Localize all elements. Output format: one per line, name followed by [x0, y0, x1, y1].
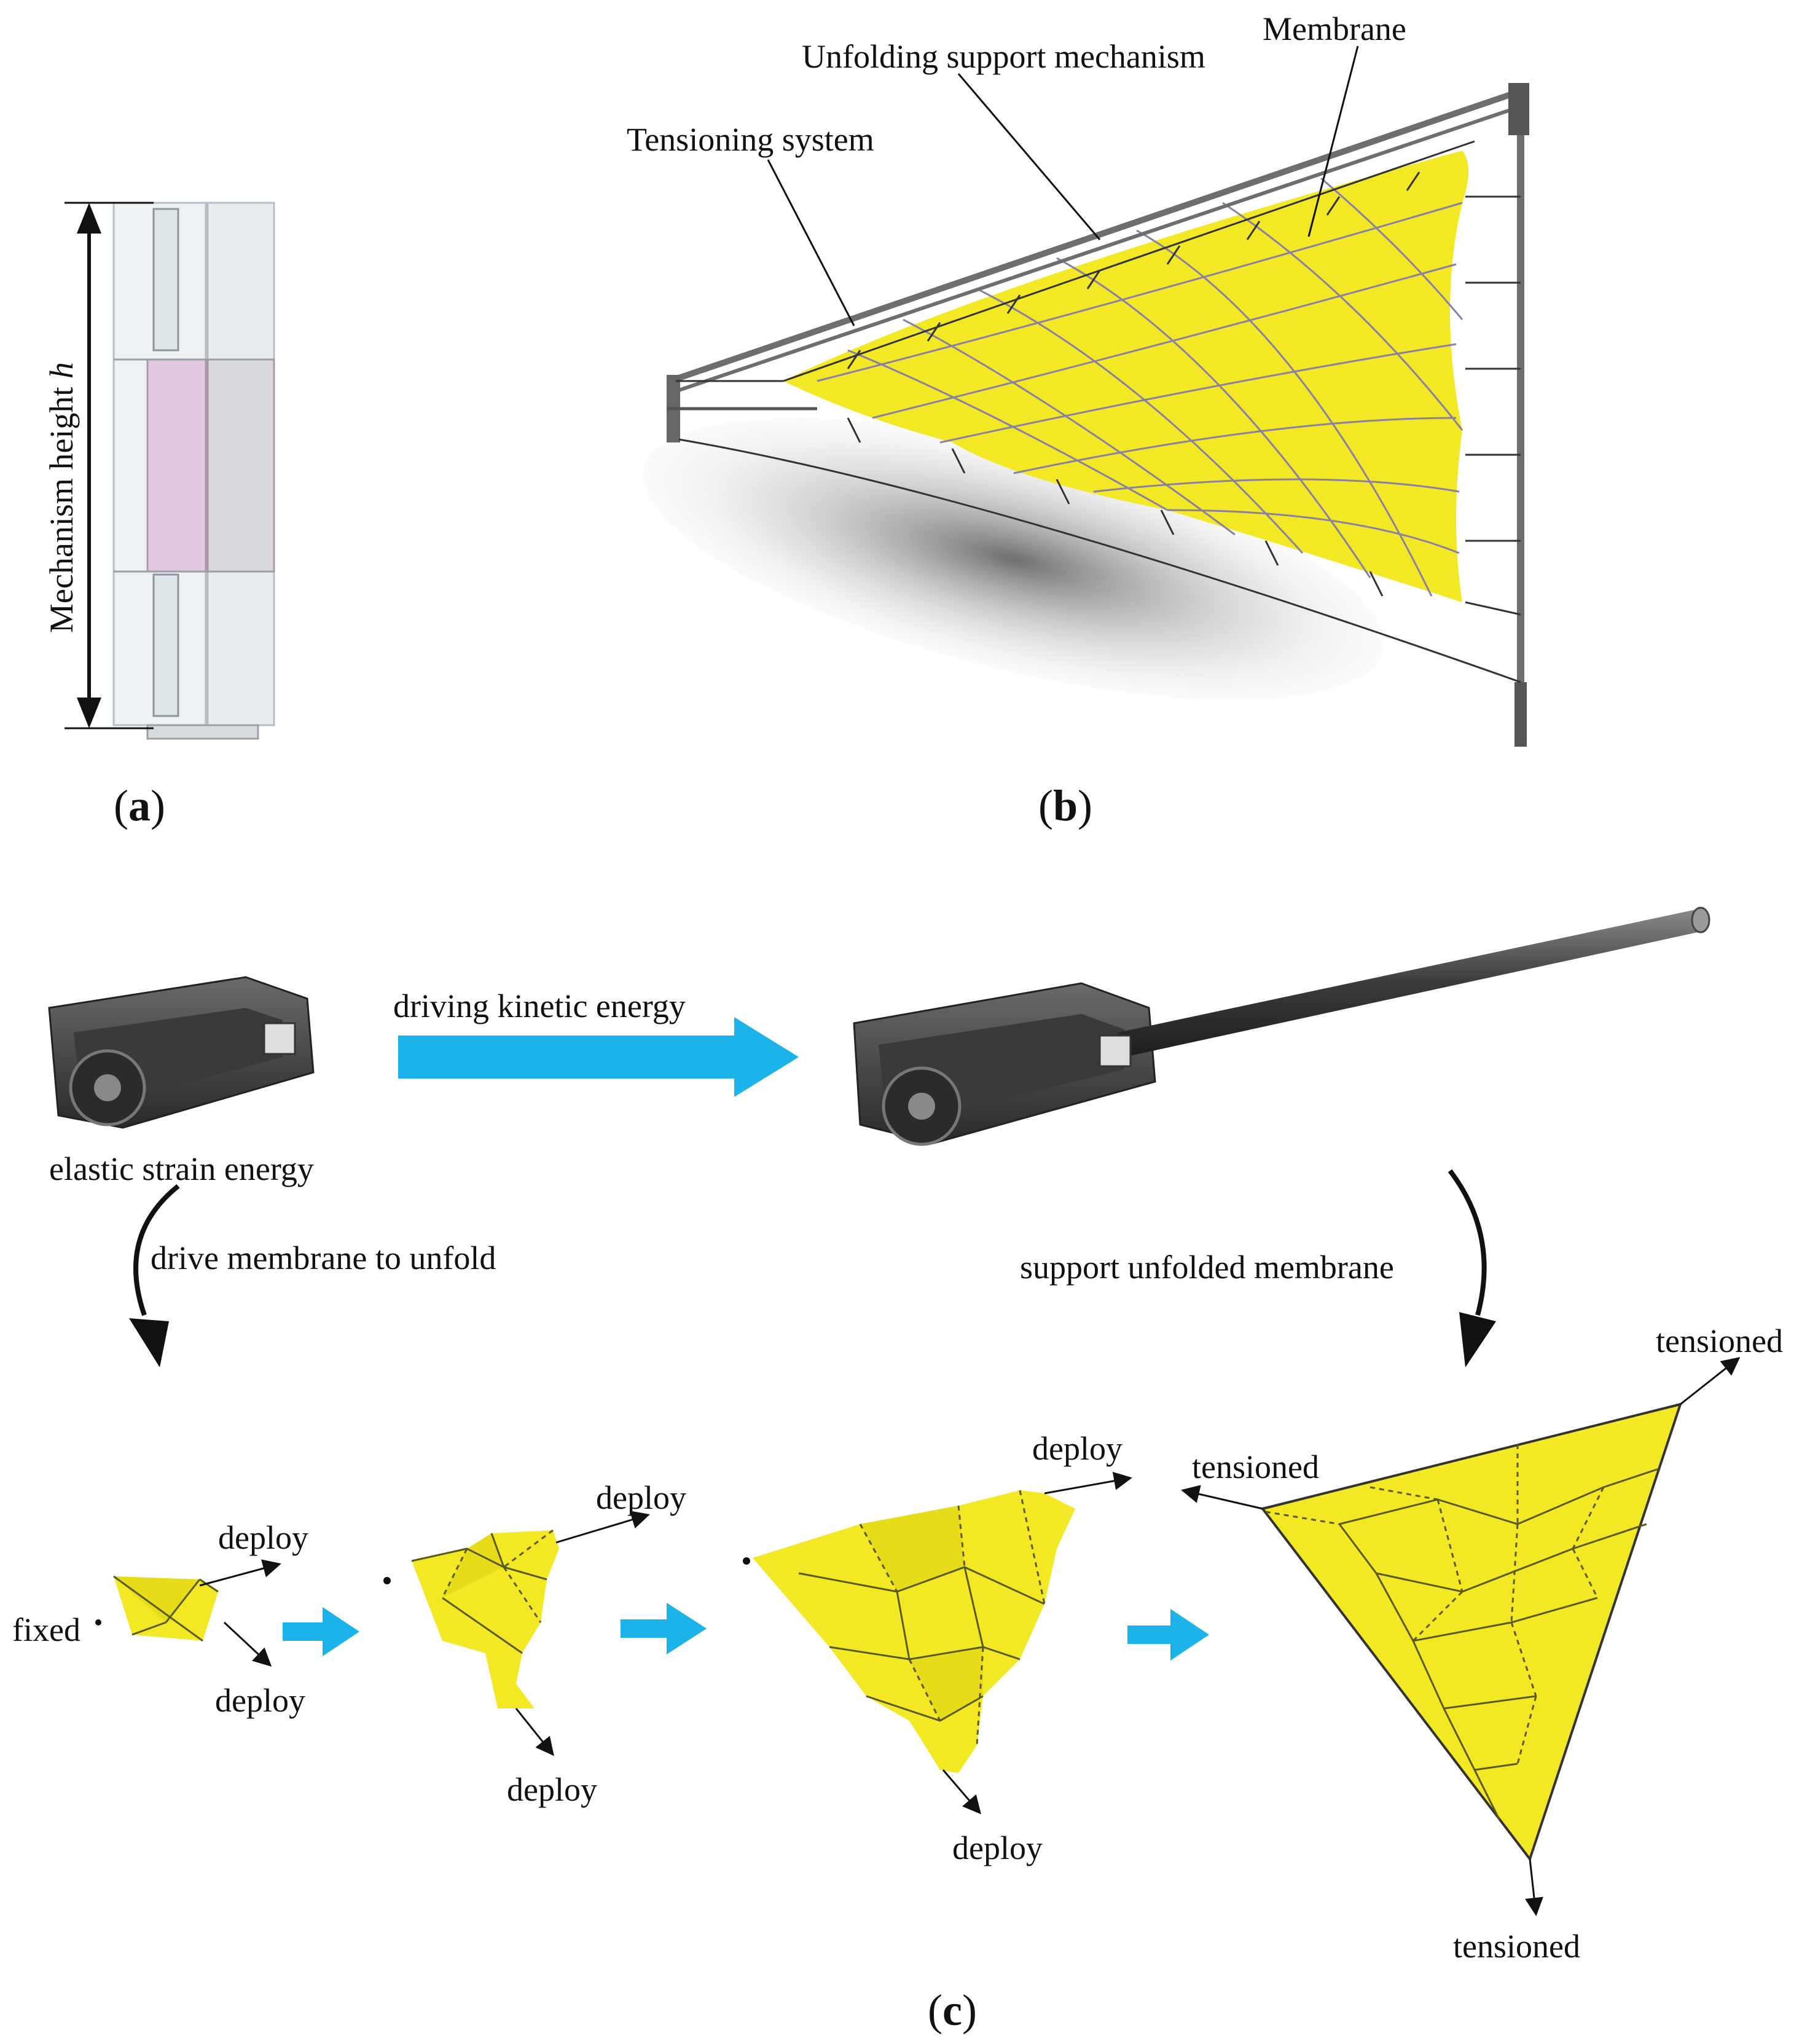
mechanism-center-section-right — [206, 358, 275, 573]
membrane-stage-2 — [383, 1529, 559, 1708]
drive-curved-arrow — [133, 1184, 180, 1316]
tensioning-callout-line — [767, 159, 855, 326]
step-arrow-1 — [283, 1607, 359, 1656]
step-arrow-2 — [621, 1603, 707, 1654]
membrane-stage-3 — [743, 1490, 1075, 1773]
driving-kinetic-energy-label: driving kinetic energy — [393, 988, 686, 1024]
membrane-cable-grid — [817, 177, 1463, 597]
support-curved-arrow — [1448, 1169, 1487, 1316]
actuator-folded — [48, 976, 315, 1129]
drive-membrane-label: drive membrane to unfold — [151, 1240, 496, 1276]
caption-c: (c) — [928, 1986, 977, 2035]
deploy-label-stage1-top: deploy — [218, 1519, 308, 1556]
deploy-label-stage3-bottom: deploy — [952, 1830, 1043, 1866]
deploy-label-stage2-top: deploy — [596, 1479, 686, 1516]
elastic-strain-energy-label: elastic strain energy — [49, 1150, 314, 1187]
step-arrow-3 — [1127, 1609, 1209, 1661]
panel-c-deployment-process: driving kinetic energy elastic strain en… — [12, 906, 1783, 2035]
membrane-label: Membrane — [1263, 10, 1406, 47]
deploy-label-stage2-bottom: deploy — [507, 1771, 597, 1808]
unfolding-callout-line — [957, 73, 1101, 240]
tensioned-label-left: tensioned — [1192, 1448, 1319, 1485]
unfolding-support-boom — [668, 89, 1519, 384]
membrane-stage-1-folded — [95, 1575, 219, 1642]
driving-energy-flow-arrow — [398, 1017, 799, 1097]
tensioning-system-cables — [676, 140, 1521, 683]
fixed-label: fixed — [12, 1611, 80, 1648]
tensioned-label-top-right: tensioned — [1656, 1323, 1783, 1359]
actuator-extended — [853, 906, 1710, 1146]
extended-boom-rod — [1118, 910, 1703, 1057]
mechanism-height-label: Mechanism height h — [43, 362, 80, 633]
membrane-sheet — [783, 151, 1468, 602]
tensioned-label-bottom: tensioned — [1453, 1928, 1580, 1965]
panel-a-mechanism: Mechanism height h (a) — [43, 202, 275, 830]
support-membrane-label: support unfolded membrane — [1020, 1249, 1394, 1286]
caption-b: (b) — [1038, 781, 1092, 830]
mechanism-base — [146, 724, 259, 740]
deploy-label-stage3-top: deploy — [1032, 1430, 1123, 1467]
panel-b-deployed-membrane: Tensioning system Unfolding support mech… — [627, 10, 1529, 830]
membrane-callout-line — [1307, 45, 1359, 237]
unfolding-support-mechanism-label: Unfolding support mechanism — [802, 38, 1205, 75]
caption-a: (a) — [114, 781, 165, 830]
membrane-stage-4-tensioned — [1260, 1402, 1683, 1862]
mechanism-center-section-left — [146, 358, 207, 573]
mechanism-lower-rod — [152, 573, 179, 717]
tensioning-system-label: Tensioning system — [627, 121, 874, 158]
mechanism-upper-rod — [152, 208, 179, 352]
deploy-label-stage1-bottom: deploy — [215, 1682, 305, 1719]
